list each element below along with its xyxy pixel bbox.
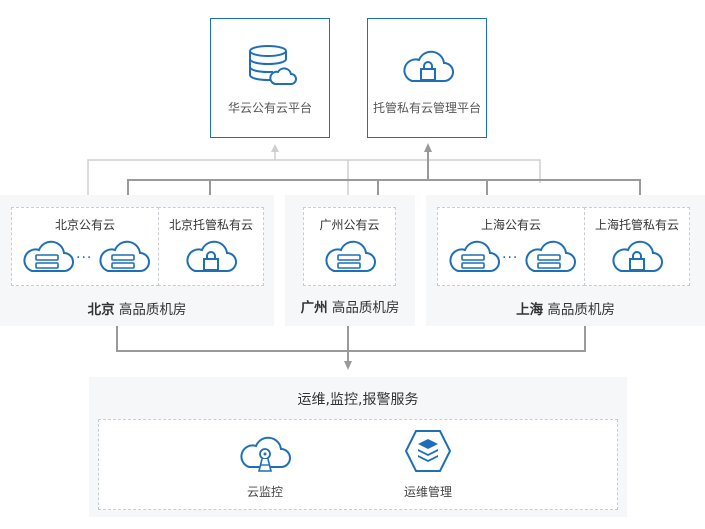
public-cloud-platform-box: 华云公有云平台 [210,18,330,138]
cloud-lock-icon [612,240,663,272]
beijing-private-cloud-title: 北京托管私有云 [168,218,253,232]
cloud-monitor-icon [240,436,291,472]
private-cloud-platform-box: 托管私有云管理平台 [367,18,487,138]
shanghai-room: 高品质机房 [547,302,615,318]
shanghai-room-label: 上海 高品质机房 [426,298,705,318]
cloud-server-icon [325,240,376,272]
ops-services-title: 运维,监控,报警服务 [297,392,419,408]
database-cloud-icon [249,45,297,85]
guangzhou-room: 高品质机房 [331,300,400,316]
shanghai-public-cloud-title: 上海公有云 [480,218,541,232]
cloud-lock-icon [403,50,454,82]
cloud-server-icon [23,240,74,272]
beijing-dots: ··· [76,250,93,266]
ops-management-icon [404,430,452,472]
cloud-server-icon [449,240,500,272]
guangzhou-public-cloud-title: 广州公有云 [319,218,380,232]
cloud-monitor-label: 云监控 [246,485,283,499]
ops-management-label: 运维管理 [403,485,452,499]
shanghai-dots: ··· [502,250,519,266]
private-cloud-platform-label: 托管私有云管理平台 [372,101,481,115]
beijing-room-label: 北京 高品质机房 [0,298,274,318]
cloud-server-icon [525,240,576,272]
guangzhou-room-label: 广州 高品质机房 [285,296,415,316]
beijing-city: 北京 [87,302,115,318]
cloud-lock-icon [186,240,237,272]
ops-services-box [98,419,618,510]
beijing-room: 高品质机房 [118,302,187,318]
cloud-server-icon [99,240,150,272]
shanghai-private-cloud-title: 上海托管私有云 [594,218,679,232]
beijing-public-cloud-title: 北京公有云 [54,218,115,232]
guangzhou-city: 广州 [300,300,328,316]
public-cloud-platform-label: 华云公有云平台 [227,101,312,115]
shanghai-city: 上海 [516,302,544,318]
